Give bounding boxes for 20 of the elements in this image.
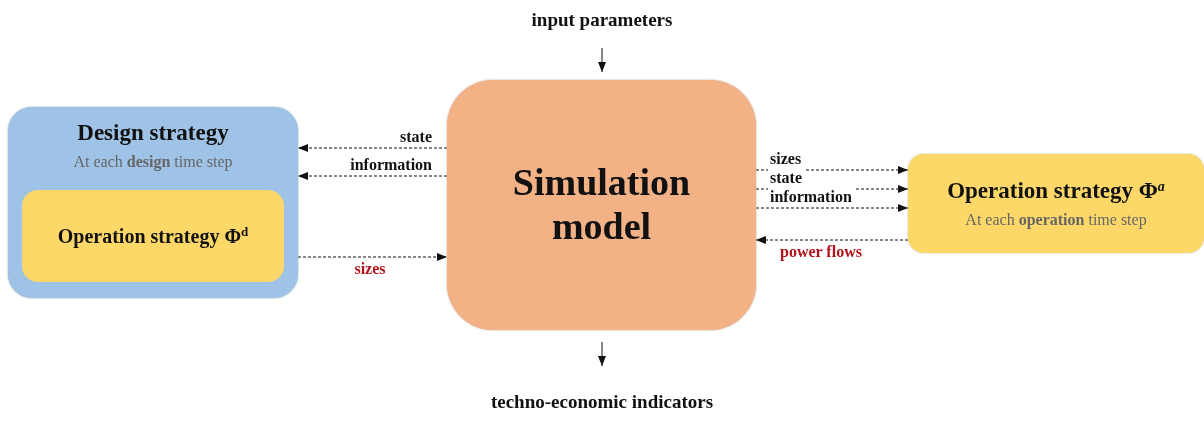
arrow bbox=[598, 341, 606, 367]
strategy-box bbox=[22, 190, 284, 282]
edge-label: power flows bbox=[778, 243, 864, 261]
arrow bbox=[598, 47, 606, 73]
node-label: techno-economic indicators bbox=[490, 390, 714, 414]
model-box bbox=[447, 80, 756, 330]
node-subtitle: At each operation time step bbox=[965, 209, 1147, 230]
strategy-box bbox=[908, 154, 1204, 253]
arrow bbox=[297, 172, 448, 180]
node-title: Operation strategy Φ$^{d}$ bbox=[57, 223, 249, 249]
node-label: input parameters bbox=[531, 8, 673, 32]
strategy-box bbox=[8, 107, 298, 298]
node-title: Design strategy bbox=[77, 119, 229, 147]
node-title: Simulation model bbox=[511, 161, 692, 249]
node-subtitle: At each design time step bbox=[73, 151, 233, 172]
arrow bbox=[755, 204, 909, 212]
arrow bbox=[297, 253, 448, 261]
arrow bbox=[755, 236, 909, 244]
node-title: Operation strategy Φ$^{a}$ bbox=[947, 177, 1165, 206]
arrow bbox=[297, 144, 448, 152]
